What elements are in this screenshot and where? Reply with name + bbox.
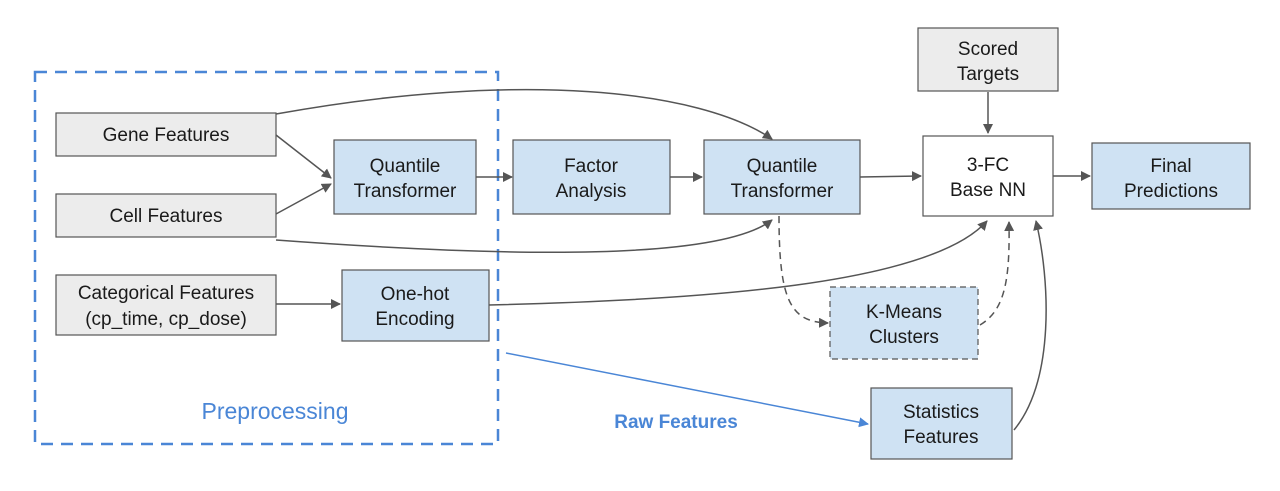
node-label: Encoding [375, 309, 454, 330]
node-gene-features: Gene Features [55, 112, 277, 157]
raw-features-label: Raw Features [614, 412, 738, 433]
edge-statistics-to-nn [1013, 220, 1047, 431]
edge-cell-to-quantile-2 [275, 219, 773, 254]
node-quantile-transformer-1: Quantile Transformer [333, 139, 477, 215]
node-label: Quantile [370, 156, 441, 177]
node-statistics-features: Statistics Features [870, 387, 1013, 460]
edge-cell-to-quantile-1 [275, 183, 332, 215]
node-label: Base NN [950, 180, 1026, 201]
node-label: Factor [564, 156, 619, 177]
node-label: Transformer [731, 181, 834, 202]
node-cell-features: Cell Features [55, 193, 277, 238]
node-label: Targets [957, 64, 1019, 85]
node-one-hot-encoding: One-hot Encoding [341, 269, 490, 342]
node-label: Scored [958, 39, 1018, 60]
node-base-nn: 3-FC Base NN [922, 135, 1054, 217]
edge-raw-features [505, 352, 869, 428]
edge-quantile-2-to-nn [859, 171, 922, 182]
node-label: Gene Features [103, 125, 230, 146]
node-label: Quantile [747, 156, 818, 177]
node-label: 3-FC [967, 155, 1009, 176]
node-label: Clusters [869, 327, 939, 348]
edge-gene-to-quantile-1 [275, 134, 332, 179]
edges [275, 88, 1091, 431]
node-label: K-Means [866, 302, 942, 323]
edge-gene-to-quantile-2 [275, 88, 773, 140]
edge-onehot-to-nn [488, 220, 988, 306]
node-label: (cp_time, cp_dose) [85, 309, 247, 330]
node-kmeans-clusters: K-Means Clusters [829, 286, 979, 360]
node-label: One-hot [381, 284, 450, 305]
node-label: Statistics [903, 402, 979, 423]
node-final-predictions: Final Predictions [1091, 142, 1251, 210]
node-label: Cell Features [110, 206, 223, 227]
preprocessing-label: Preprocessing [201, 398, 348, 424]
node-factor-analysis: Factor Analysis [512, 139, 671, 215]
node-label: Transformer [354, 181, 457, 202]
edge-kmeans-to-nn [979, 221, 1015, 326]
node-label: Features [904, 427, 979, 448]
node-label: Final [1150, 156, 1191, 177]
edge-quantile-2-to-kmeans [778, 215, 829, 328]
preprocessing-group [33, 70, 500, 446]
node-label: Categorical Features [78, 283, 254, 304]
node-label: Analysis [556, 181, 627, 202]
node-label: Predictions [1124, 181, 1218, 202]
node-scored-targets: Scored Targets [917, 27, 1059, 92]
node-quantile-transformer-2: Quantile Transformer [703, 139, 861, 215]
node-categorical-features: Categorical Features (cp_time, cp_dose) [55, 274, 277, 336]
